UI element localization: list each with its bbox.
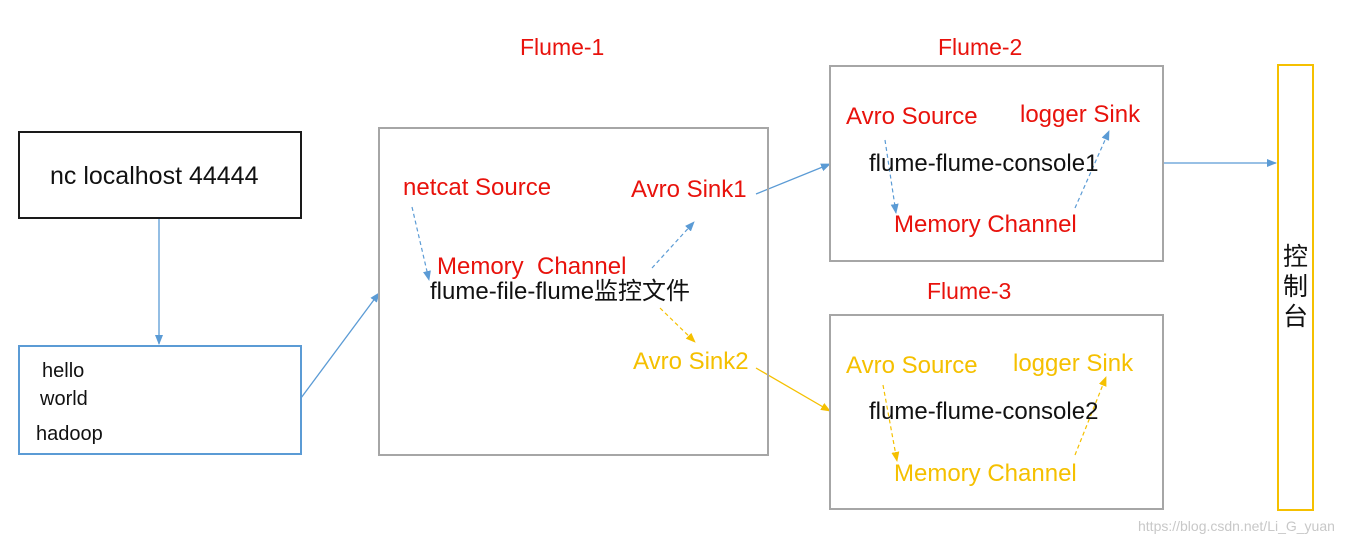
flume2-memory-channel: Memory Channel [894, 211, 1077, 238]
flume2-agent-box [829, 65, 1164, 262]
file-line-hello: hello [42, 360, 85, 382]
flume2-title: Flume-2 [938, 34, 1023, 60]
console-label: 控 制 台 [1283, 243, 1309, 331]
flume2-logger-sink: logger Sink [1020, 101, 1141, 128]
flume1-avro-sink1: Avro Sink1 [631, 176, 747, 203]
flume3-agent-name: flume-flume-console2 [869, 398, 1099, 425]
arrow-f2-channel-to-sink [1074, 130, 1110, 209]
file-content-box: hello world hadoop [18, 345, 302, 455]
flume1-title: Flume-1 [520, 34, 605, 60]
arrow-channel-to-sink2 [659, 307, 696, 343]
flume1-agent-box [378, 127, 769, 456]
file-line-hadoop: hadoop [36, 423, 103, 445]
flume1-agent-name: flume-file-flume监控文件 [430, 278, 691, 305]
flume3-agent-box [829, 314, 1164, 510]
flume1-netcat-source: netcat Source [403, 174, 552, 201]
flume2-agent-name: flume-flume-console1 [869, 150, 1099, 177]
arrow-channel-to-sink1 [651, 221, 695, 269]
flume2-avro-source: Avro Source [846, 103, 978, 130]
nc-command-box: nc localhost 44444 [18, 131, 302, 219]
watermark-text: https://blog.csdn.net/Li_G_yuan [1138, 518, 1335, 534]
arrow-f3-source-to-channel [882, 384, 900, 462]
flume1-avro-sink2: Avro Sink2 [633, 348, 749, 375]
arrow-f2-source-to-channel [884, 139, 899, 214]
console-box: 控 制 台 [1277, 64, 1314, 511]
flume3-avro-source: Avro Source [846, 352, 978, 379]
arrow-file-to-flume1 [300, 292, 380, 399]
flume3-title: Flume-3 [927, 278, 1012, 304]
flume3-memory-channel: Memory Channel [894, 460, 1077, 487]
flume1-memory-channel: Memory Channel [437, 253, 627, 280]
flume3-logger-sink: logger Sink [1013, 350, 1134, 377]
file-line-world: world [40, 388, 88, 410]
nc-command-label: nc localhost 44444 [50, 162, 259, 190]
arrow-netcat-to-channel [411, 206, 431, 281]
